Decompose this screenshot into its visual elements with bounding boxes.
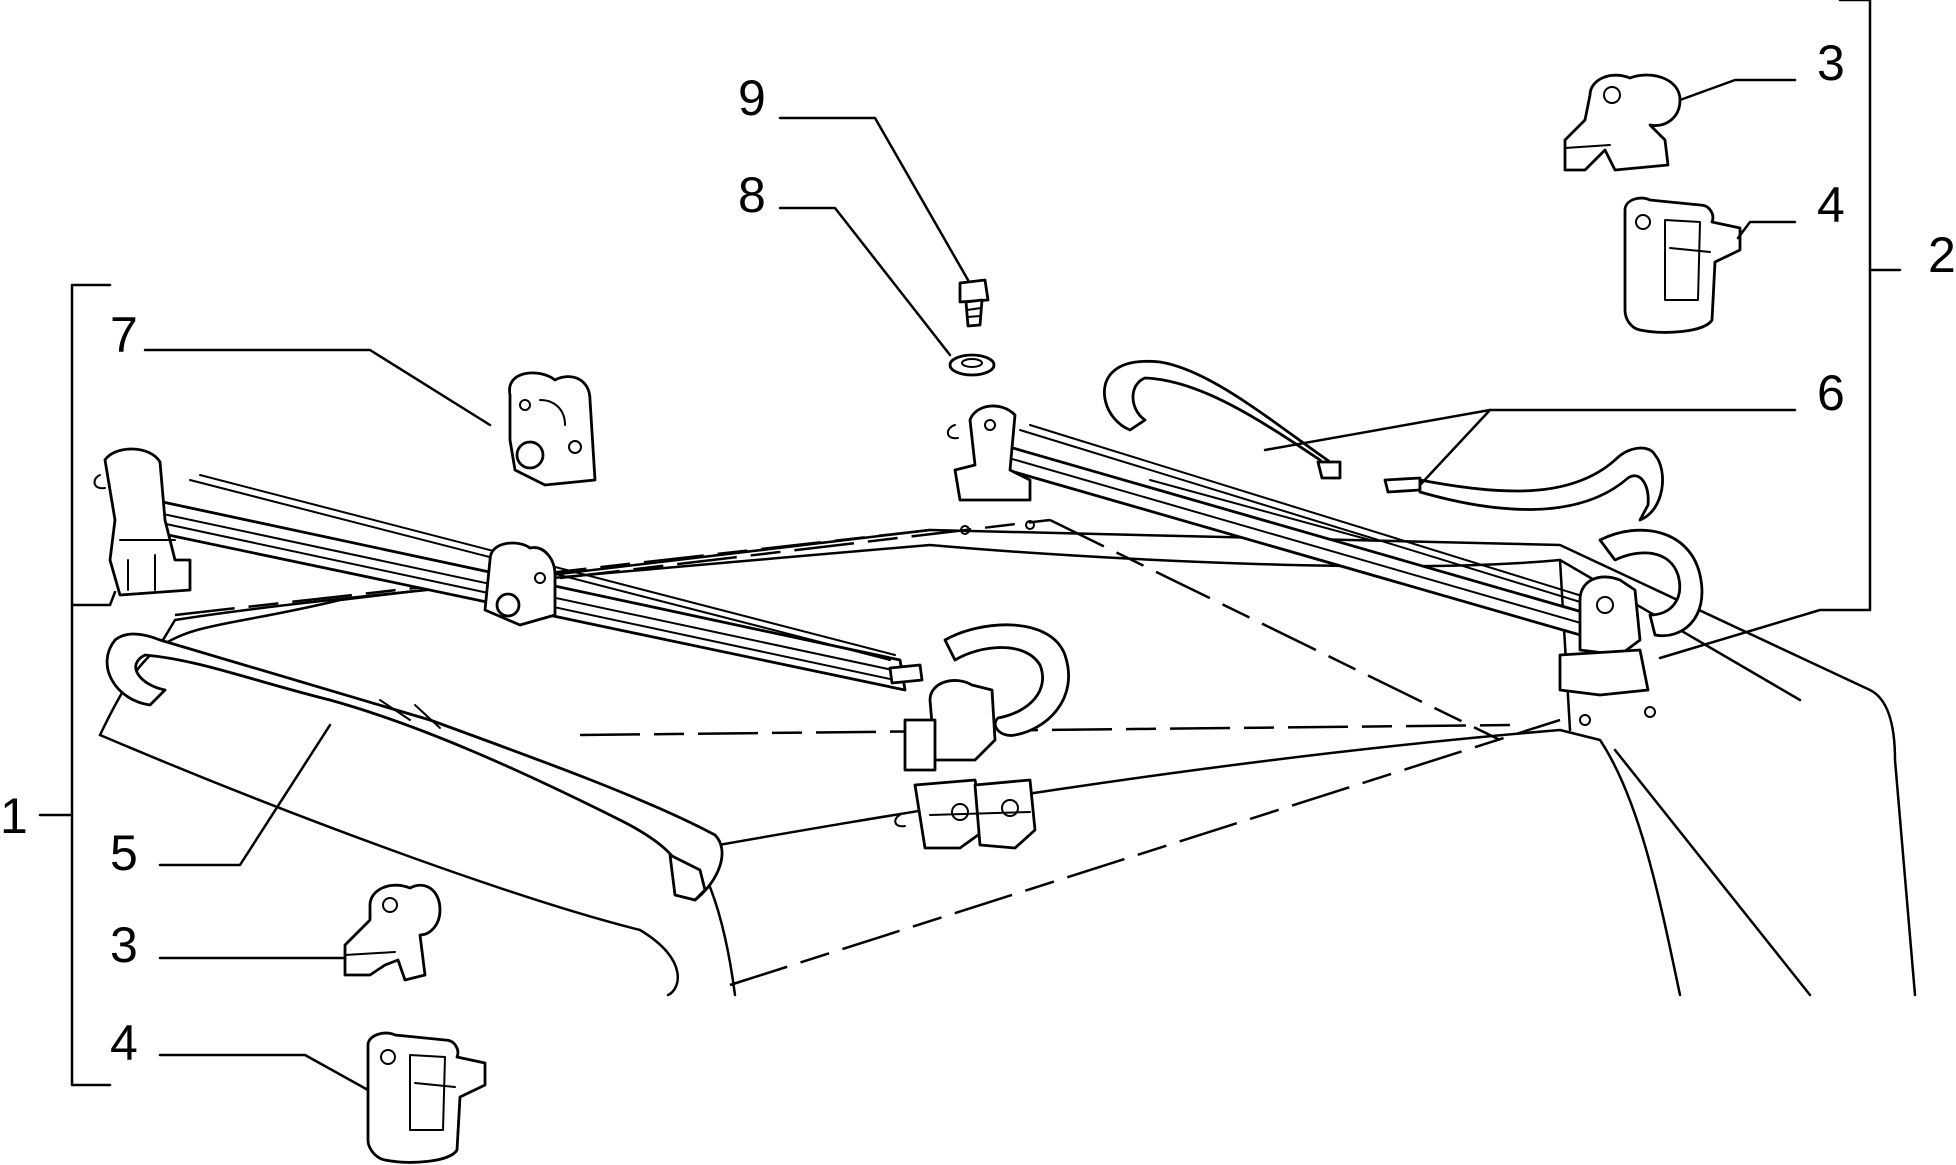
label-4-left: 4 (110, 1015, 138, 1071)
label-8: 8 (738, 167, 766, 223)
part-4-right-pad (1623, 196, 1742, 334)
label-4-right: 4 (1817, 177, 1845, 233)
rear-bar-left-foot (946, 404, 1032, 502)
label-6: 6 (1817, 365, 1845, 421)
label-9: 9 (738, 70, 766, 126)
label-2: 2 (1928, 227, 1956, 283)
part-3-right-foot (1563, 73, 1682, 172)
callout-labels: 1 2 3 4 5 6 7 8 9 3 4 (0, 35, 1956, 1071)
car-roof-outline (98, 518, 1917, 997)
label-3-left: 3 (110, 917, 138, 973)
part-8-washer (948, 353, 996, 377)
front-bar-center-clamp (483, 541, 557, 627)
label-7: 7 (110, 307, 138, 363)
label-5: 5 (110, 825, 138, 881)
front-bar-right-clamp (888, 623, 1070, 850)
label-3-right: 3 (1817, 35, 1845, 91)
strap-5 (105, 632, 724, 902)
part-3-left-foot (343, 883, 442, 982)
part-7-clamp (508, 371, 597, 487)
leader-lines (38, 0, 1902, 1092)
front-bar-left-foot (93, 447, 192, 597)
rear-bar-right-clamp (1558, 528, 1704, 697)
part-9-bolt (958, 278, 990, 328)
label-1: 1 (0, 788, 28, 844)
strap-6 (1103, 359, 1664, 522)
part-4-left-pad (366, 1031, 487, 1164)
